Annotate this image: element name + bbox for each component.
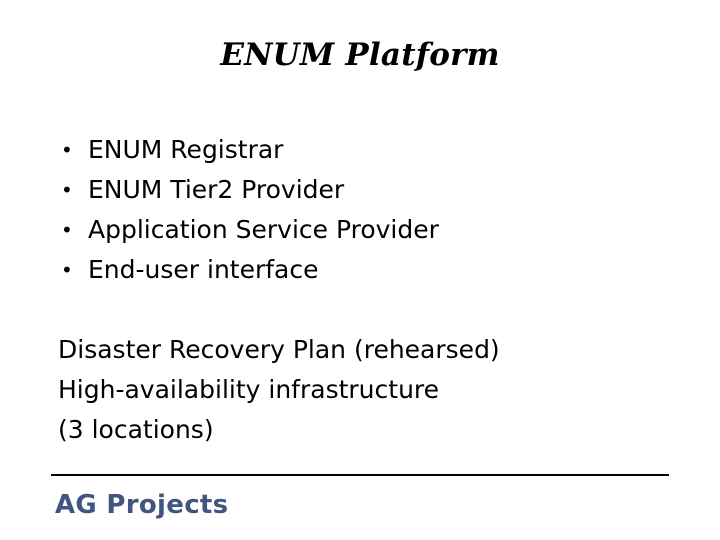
bullet-list: • ENUM Registrar • ENUM Tier2 Provider •…: [58, 130, 678, 290]
body-text-line: Disaster Recovery Plan (rehearsed): [58, 335, 500, 364]
list-item: • ENUM Tier2 Provider: [58, 170, 678, 210]
bullet-dot-icon: •: [61, 138, 73, 162]
list-item: • End-user interface: [58, 250, 678, 290]
list-item-label: Application Service Provider: [88, 215, 439, 244]
bullet-dot-icon: •: [61, 218, 73, 242]
list-item: • Application Service Provider: [58, 210, 678, 250]
bullet-dot-icon: •: [61, 178, 73, 202]
bullet-dot-icon: •: [61, 258, 73, 282]
list-item-label: End-user interface: [88, 255, 319, 284]
body-text-block: Disaster Recovery Plan (rehearsed) High-…: [58, 330, 678, 450]
page-title: ENUM Platform: [220, 37, 500, 73]
body-text-line: High-availability infrastructure: [58, 375, 440, 404]
list-item-label: ENUM Registrar: [88, 135, 284, 164]
footer-divider: [51, 474, 669, 476]
body-text-line: (3 locations): [58, 415, 214, 444]
list-item: • ENUM Registrar: [58, 130, 678, 170]
list-item-label: ENUM Tier2 Provider: [88, 175, 345, 204]
footer-logo: AG Projects: [55, 490, 229, 520]
